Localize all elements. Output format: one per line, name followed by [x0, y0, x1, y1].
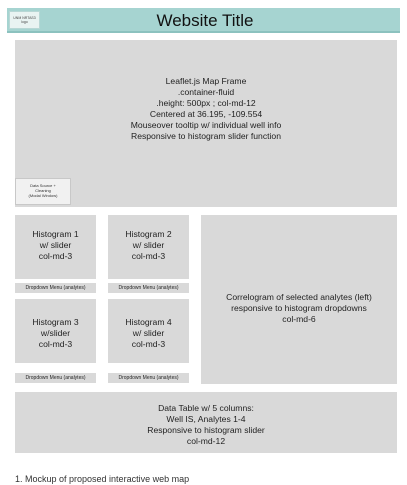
header-bar — [7, 8, 400, 33]
histogram-4-panel[interactable] — [108, 299, 189, 363]
correlogram-label: Correlogram of selected analytes (left) … — [226, 292, 372, 324]
correlogram-panel[interactable] — [201, 215, 397, 384]
histogram-3-dropdown[interactable]: Dropdown Menu (analytes) — [15, 373, 96, 383]
histogram-2-dropdown[interactable]: Dropdown Menu (analytes) — [108, 283, 189, 293]
histogram-3-panel[interactable] — [15, 299, 96, 363]
histogram-4-dropdown[interactable]: Dropdown Menu (analytes) — [108, 373, 189, 383]
histogram-3-label: Histogram 3 w/slider col-md-3 — [32, 317, 79, 349]
histogram-1-dropdown[interactable]: Dropdown Menu (analytes) — [15, 283, 96, 293]
map-frame[interactable] — [15, 40, 397, 207]
map-frame-label: Leaflet.js Map Frame .container-fluid .h… — [130, 76, 282, 141]
logo[interactable]: UNM NRTAS3 logo — [9, 11, 40, 29]
histogram-2-panel[interactable] — [108, 215, 189, 279]
histogram-1-panel[interactable] — [15, 215, 96, 279]
data-table-panel[interactable] — [15, 392, 397, 453]
page-title: Website Title — [156, 11, 254, 30]
data-source-modal-button[interactable]: Data Source + Cleaning (Modal Window) — [15, 178, 71, 205]
data-table-label: Data Table w/ 5 columns: Well IS, Analyt… — [147, 403, 265, 446]
histogram-1-label: Histogram 1 w/ slider col-md-3 — [32, 229, 79, 261]
figure-caption: 1. Mockup of proposed interactive web ma… — [15, 474, 190, 484]
histogram-2-label: Histogram 2 w/ slider col-md-3 — [125, 229, 172, 261]
histogram-4-label: Histogram 4 w/ slider col-md-3 — [125, 317, 172, 349]
